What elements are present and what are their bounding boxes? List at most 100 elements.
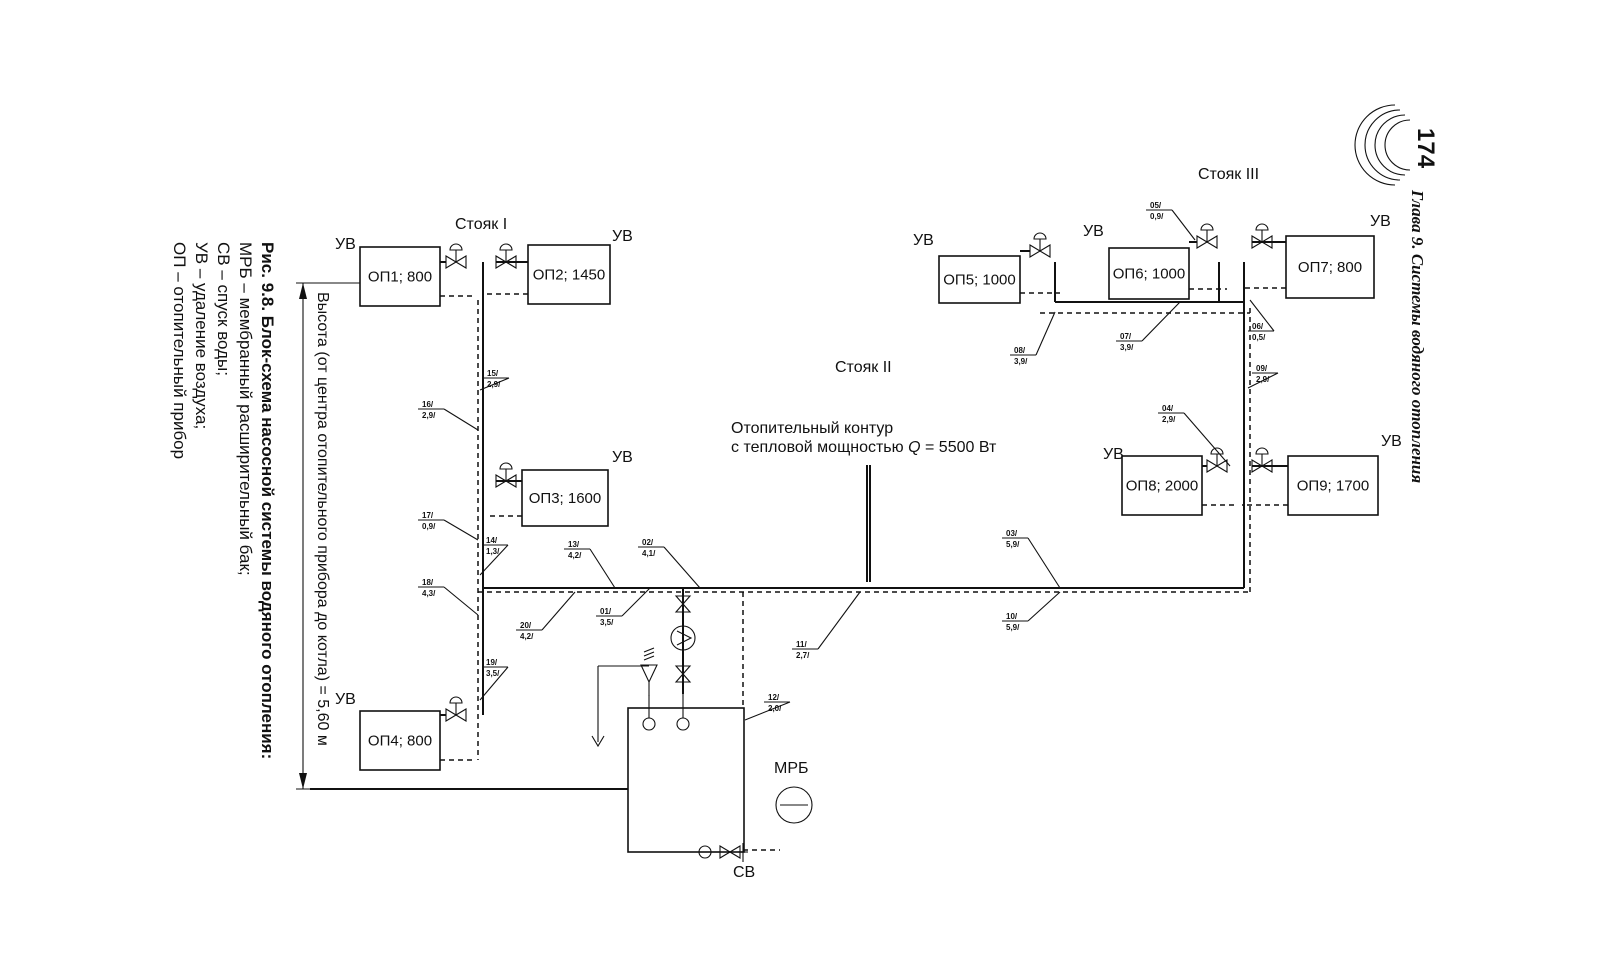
device-label: ОП2; 1450 xyxy=(533,267,606,284)
caption-uv: УВ – удаление воздуха; xyxy=(192,242,211,429)
svg-text:19/: 19/ xyxy=(486,658,498,667)
control-valve-icon xyxy=(495,243,517,269)
device-label: ОП9; 1700 xyxy=(1297,478,1370,495)
device-label: ОП8; 2000 xyxy=(1126,478,1199,495)
device-label: ОП7; 800 xyxy=(1298,259,1362,276)
section-label-20: 20/4,2/ xyxy=(516,591,576,641)
air-vent-label: УВ xyxy=(612,449,633,466)
return-piping xyxy=(477,300,1251,851)
svg-text:04/: 04/ xyxy=(1162,404,1174,413)
svg-text:5,9/: 5,9/ xyxy=(1006,623,1020,632)
device-label: ОП3; 1600 xyxy=(529,490,602,507)
section-label-03: 03/5,9/ xyxy=(1002,529,1061,589)
section-label-07: 07/3,9/ xyxy=(1116,301,1181,352)
boiler xyxy=(591,665,745,859)
caption-mrb: МРБ – мембранный расширительный бак; xyxy=(236,242,255,576)
control-valve-icon xyxy=(445,696,467,722)
svg-text:16/: 16/ xyxy=(422,400,434,409)
svg-text:02/: 02/ xyxy=(642,538,654,547)
svg-text:3,9/: 3,9/ xyxy=(1120,343,1134,352)
section-label-01: 01/3,5/ xyxy=(596,587,651,627)
page-number: 174 xyxy=(1412,128,1439,169)
device-label: ОП4; 800 xyxy=(368,733,432,750)
section-label-08: 08/3,9/ xyxy=(1010,311,1056,366)
section-label-05: 05/0,9/ xyxy=(1146,201,1196,241)
section-label-09: 09/2,9/ xyxy=(1247,364,1279,389)
svg-text:05/: 05/ xyxy=(1150,201,1162,210)
section-label-18: 18/4,3/ xyxy=(418,578,479,616)
height-note: Высота (от центра отопительного прибора … xyxy=(314,292,331,746)
mrb-label: МРБ xyxy=(774,760,809,777)
section-label-10: 10/5,9/ xyxy=(1002,591,1061,632)
air-vent-label: УВ xyxy=(1103,446,1124,463)
supply-piping xyxy=(310,262,1245,790)
air-vent-label: УВ xyxy=(335,236,356,253)
drain-valve xyxy=(711,843,748,862)
riser-3-label: Стояк III xyxy=(1198,166,1259,183)
section-label-04: 04/2,9/ xyxy=(1158,404,1231,467)
section-label-14: 14/1,3/ xyxy=(479,536,509,576)
control-valve-icon xyxy=(445,243,467,269)
section-label-02: 02/4,1/ xyxy=(638,538,701,589)
control-valve-icon xyxy=(495,462,517,488)
contour-line-1: Отопительный контур xyxy=(731,420,893,437)
svg-text:08/: 08/ xyxy=(1014,346,1026,355)
contour-line-2: с тепловой мощностью Q = 5500 Вт xyxy=(731,439,997,456)
svg-text:2,9/: 2,9/ xyxy=(487,380,501,389)
svg-text:20/: 20/ xyxy=(520,621,532,630)
heating-device-3: ОП3; 1600 УВ xyxy=(486,449,633,527)
svg-text:11/: 11/ xyxy=(796,640,807,649)
control-valve-icon xyxy=(1251,447,1273,473)
svg-text:10/: 10/ xyxy=(1006,612,1018,621)
section-label-17: 17/0,9/ xyxy=(418,511,479,541)
svg-text:09/: 09/ xyxy=(1256,364,1268,373)
svg-text:2,9/: 2,9/ xyxy=(422,411,436,420)
section-label-11: 11/2,7/ xyxy=(792,591,861,660)
height-dimension xyxy=(296,282,360,790)
air-vent-label: УВ xyxy=(913,232,934,249)
svg-text:17/: 17/ xyxy=(422,511,434,520)
svg-text:03/: 03/ xyxy=(1006,529,1018,538)
svg-text:18/: 18/ xyxy=(422,578,434,587)
svg-text:07/: 07/ xyxy=(1120,332,1132,341)
svg-text:2,7/: 2,7/ xyxy=(796,651,810,660)
heating-device-6: ОП6; 1000 УВ xyxy=(1083,223,1227,300)
device-label: ОП6; 1000 xyxy=(1113,266,1186,283)
svg-text:2,0/: 2,0/ xyxy=(768,704,782,713)
svg-text:3,5/: 3,5/ xyxy=(486,669,500,678)
pump-valves xyxy=(674,595,692,718)
caption-sv: СВ – спуск воды; xyxy=(214,242,233,376)
riser-2-label: Стояк II xyxy=(835,359,892,376)
expansion-tank xyxy=(775,786,813,824)
svg-text:4,2/: 4,2/ xyxy=(568,551,582,560)
control-valve-icon xyxy=(1029,232,1051,258)
air-vent-label: УВ xyxy=(612,228,633,245)
svg-text:4,2/: 4,2/ xyxy=(520,632,534,641)
riser-1-label: Стояк I xyxy=(455,216,507,233)
svg-text:13/: 13/ xyxy=(568,540,580,549)
svg-text:12/: 12/ xyxy=(768,693,780,702)
section-label-19: 19/3,5/ xyxy=(479,658,509,701)
svg-text:0,9/: 0,9/ xyxy=(1150,212,1164,221)
control-valve-icon xyxy=(1196,223,1218,249)
sv-label: СВ xyxy=(733,864,755,881)
svg-text:4,1/: 4,1/ xyxy=(642,549,656,558)
svg-text:4,3/: 4,3/ xyxy=(422,589,436,598)
control-valve-icon xyxy=(1251,223,1273,249)
device-label: ОП5; 1000 xyxy=(943,272,1016,289)
heating-device-2: ОП2; 1450 УВ xyxy=(486,228,633,305)
caption-title: Рис. 9.8. Блок-схема насосной системы во… xyxy=(258,242,277,759)
svg-text:06/: 06/ xyxy=(1252,322,1264,331)
svg-text:0,5/: 0,5/ xyxy=(1252,333,1266,342)
svg-text:01/: 01/ xyxy=(600,607,612,616)
page-logo xyxy=(1354,104,1411,186)
svg-text:0,9/: 0,9/ xyxy=(422,522,436,531)
air-vent-label: УВ xyxy=(1083,223,1104,240)
svg-text:1,3/: 1,3/ xyxy=(486,547,500,556)
section-label-06: 06/0,5/ xyxy=(1248,299,1275,342)
chapter-header: Глава 9. Системы водяного отопления xyxy=(1408,189,1427,483)
